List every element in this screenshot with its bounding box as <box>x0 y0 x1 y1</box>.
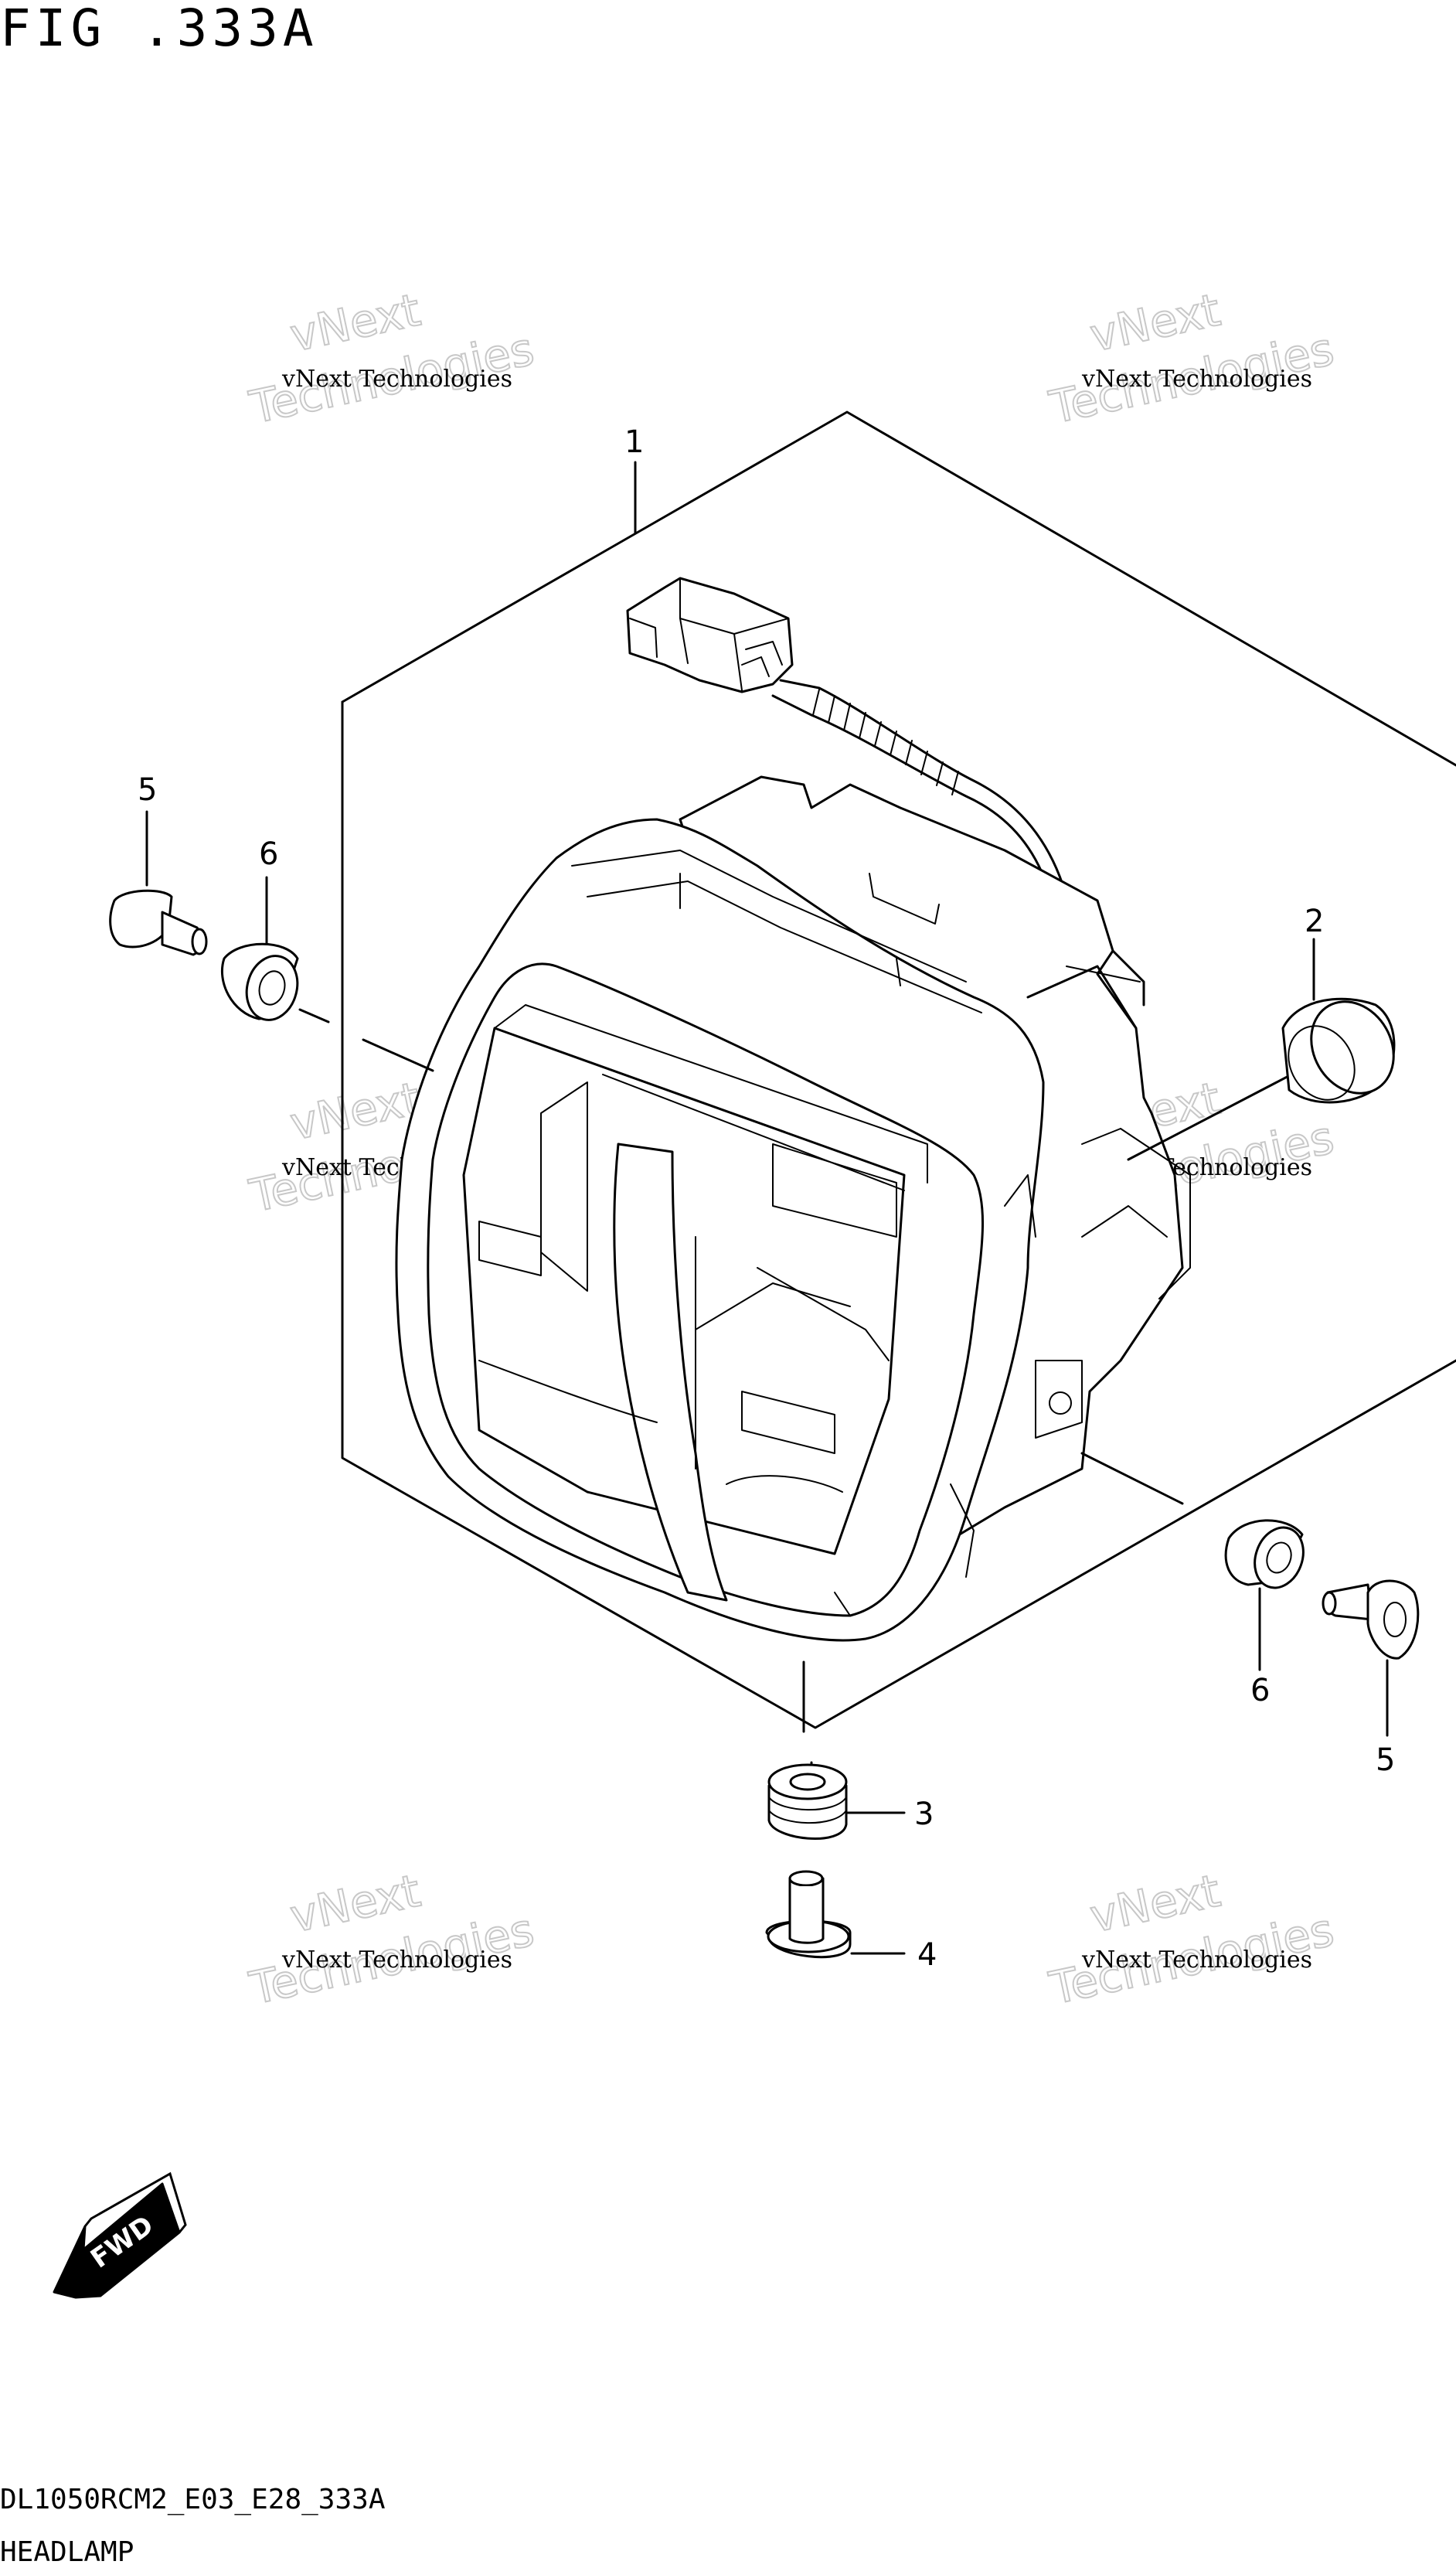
part-5-bolt-left <box>109 810 208 956</box>
part-6-grommet-left <box>220 876 299 1021</box>
watermark-small: vNext Technologies <box>281 1946 512 1974</box>
callout-5-right: 5 <box>1376 1742 1395 1778</box>
adjuster-hole <box>1049 1391 1072 1415</box>
watermark-bottom-right: vNext Technologies vNext Technologies <box>1044 1864 1339 2016</box>
callout-6-right: 6 <box>1250 1673 1270 1708</box>
callout-2: 2 <box>1305 904 1324 939</box>
headlamp-body <box>395 775 1191 1642</box>
drawing-code: DL1050RCM2_E03_E28_333A <box>0 2484 386 2515</box>
callout-labels: 1 2 3 4 5 6 6 5 <box>138 424 1395 1973</box>
callout-5-left: 5 <box>138 772 157 808</box>
callout-3: 3 <box>914 1797 934 1832</box>
part-2-cap <box>1281 938 1396 1104</box>
part-3-grommet <box>767 1763 906 1840</box>
watermark-small: vNext Technologies <box>1081 366 1312 393</box>
part-group-name: HEADLAMP <box>0 2536 134 2568</box>
figure-title: FIG .333A <box>0 0 318 58</box>
assembly-box-outline <box>341 410 1456 1729</box>
watermark-top-left: vNext Technologies vNext Technologies <box>244 283 539 435</box>
watermark-small: vNext Technologies <box>281 366 512 393</box>
part-6-grommet-right <box>1224 1519 1305 1671</box>
callout-6-left: 6 <box>259 836 278 872</box>
callout-1: 1 <box>624 424 644 460</box>
part-4-bolt <box>765 1870 906 1959</box>
watermark-bottom-left: vNext Technologies vNext Technologies <box>244 1864 539 2016</box>
fwd-arrow: FWD <box>53 2171 187 2299</box>
watermark-top-right: vNext Technologies vNext Technologies <box>1044 283 1339 435</box>
callout-4: 4 <box>917 1937 937 1973</box>
watermark-small: vNext Technologies <box>1081 1946 1312 1974</box>
part-5-bolt-right <box>1322 1579 1420 1737</box>
connector-plug <box>626 577 1080 964</box>
